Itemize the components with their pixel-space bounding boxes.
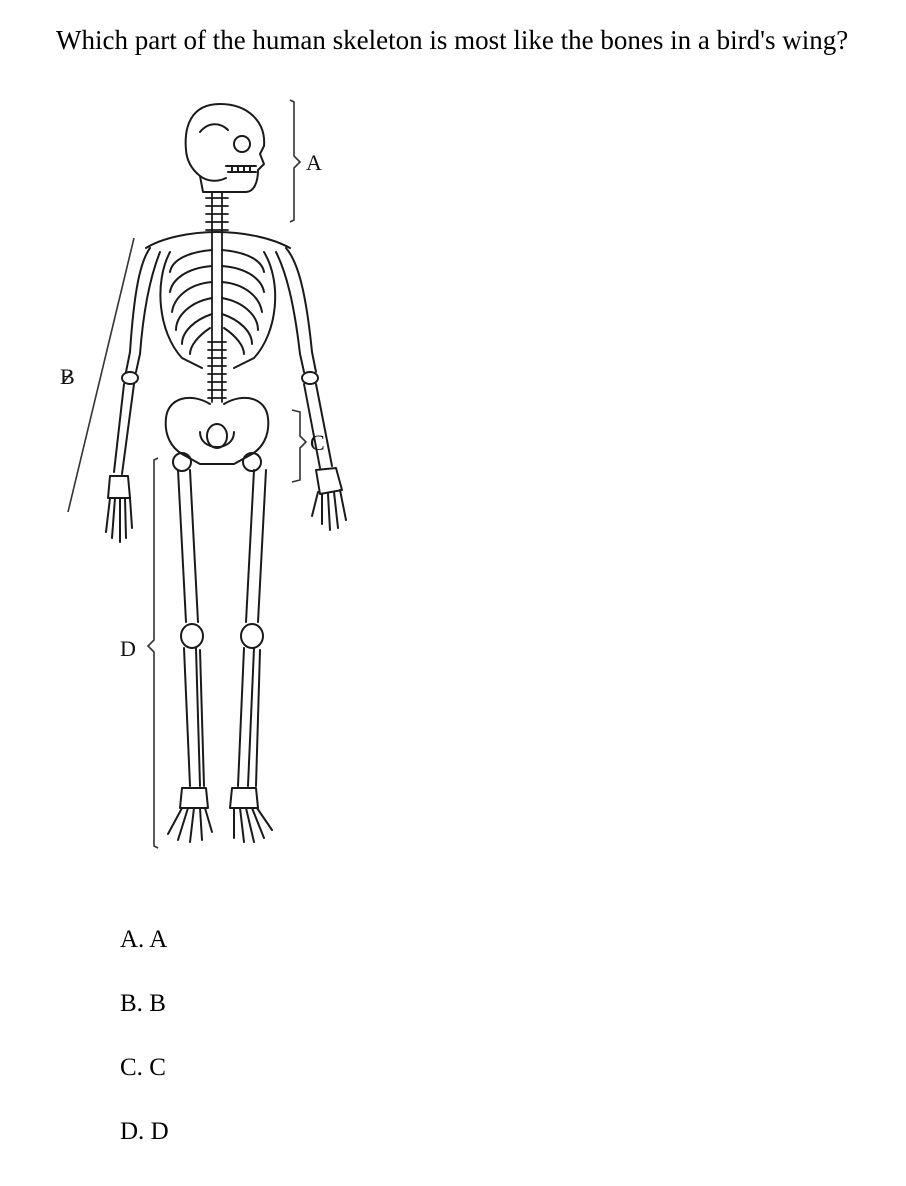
pelvis-drawing <box>164 396 270 472</box>
option-letter: A. <box>120 926 145 953</box>
bracket-d <box>146 457 159 849</box>
option-b[interactable]: B. B <box>120 988 169 1020</box>
right-clavicle-drawing <box>216 231 291 249</box>
label-a: A <box>306 150 322 175</box>
skeleton-diagram: A B C D <box>60 99 347 849</box>
question-text: Which part of the human skeleton is most… <box>56 25 849 55</box>
skull-drawing <box>184 103 266 193</box>
bracket-a <box>289 99 302 223</box>
left-arm-drawing <box>105 247 161 543</box>
option-a[interactable]: A. A <box>120 924 169 956</box>
bracket-b <box>67 237 135 513</box>
spine-drawing <box>205 191 229 403</box>
label-c: C <box>310 430 325 455</box>
option-text: A <box>149 926 168 953</box>
label-d: D <box>120 636 136 661</box>
option-d[interactable]: D. D <box>120 1116 169 1148</box>
label-b: B <box>60 364 75 389</box>
option-text: C <box>149 1054 166 1081</box>
right-leg-drawing <box>229 469 273 843</box>
rib-cage-drawing <box>159 249 277 369</box>
option-c[interactable]: C. C <box>120 1052 169 1084</box>
answer-options: A. A B. B C. C D. D <box>120 924 169 1180</box>
option-letter: B. <box>120 990 143 1017</box>
right-arm-drawing <box>275 247 347 531</box>
option-letter: D. <box>120 1118 145 1145</box>
bracket-lines <box>63 99 308 849</box>
left-clavicle-drawing <box>145 231 218 249</box>
option-text: B <box>149 990 166 1017</box>
bracket-c <box>291 409 308 483</box>
skeleton-figure: A B C D <box>50 92 380 862</box>
option-letter: C. <box>120 1054 143 1081</box>
left-leg-drawing <box>167 469 213 843</box>
option-text: D <box>150 1118 169 1145</box>
